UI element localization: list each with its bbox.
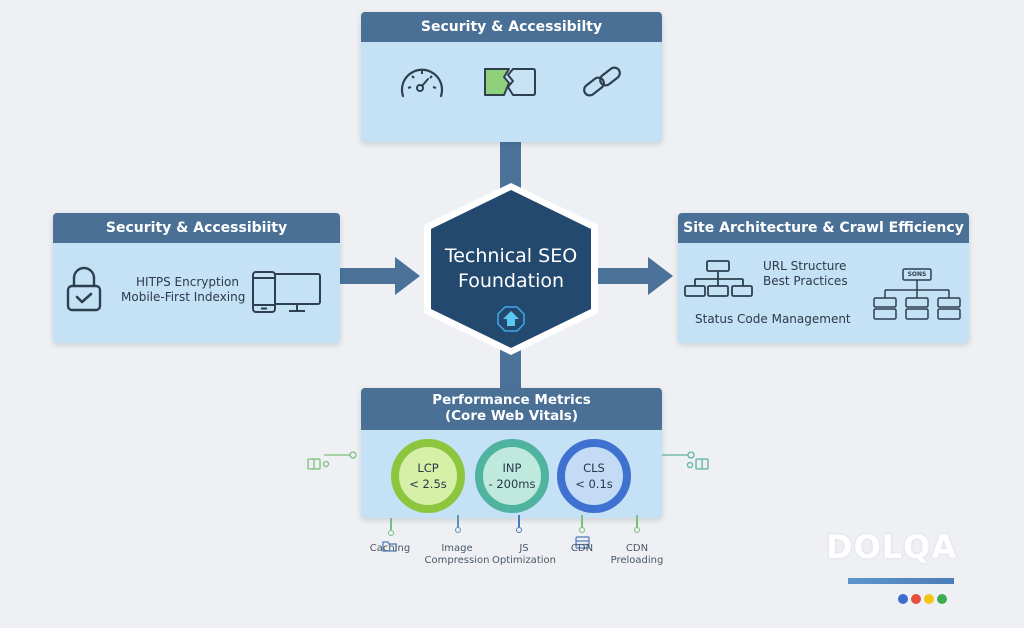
padlock-check-icon <box>66 266 102 312</box>
technique-cdn: CDN <box>570 543 594 554</box>
tree-root-label: SONS <box>907 271 927 278</box>
brand-dot-red <box>911 594 921 604</box>
metric-value: < 0.1s <box>575 477 613 491</box>
brand-bar <box>848 578 954 584</box>
stem-image-compression <box>457 515 459 527</box>
center-title: Technical SEO Foundation <box>418 244 604 294</box>
metric-name: INP <box>502 461 522 475</box>
card-title-line2: (Core Web Vitals) <box>444 408 579 424</box>
folder-icon <box>382 541 397 552</box>
center-title-line1: Technical SEO <box>444 245 578 267</box>
speedometer-icon <box>400 68 444 98</box>
stem-caching <box>390 518 392 530</box>
card-top-security: Security & Accessibilty <box>361 12 662 142</box>
side-node-left-icon <box>307 451 357 470</box>
metric-name: CLS <box>583 461 605 475</box>
metric-value: < 2.5s <box>409 477 447 491</box>
status-code-tree-icon: SONS <box>871 268 963 324</box>
metric-inp: INP - 200ms <box>475 439 549 513</box>
connector-top <box>500 140 521 190</box>
dot-caching <box>388 530 394 536</box>
status-code-management-label: Status Code Management <box>695 312 851 326</box>
technique-js-optimization: JS Optimization <box>492 543 556 566</box>
card-title-line1: Performance Metrics <box>432 392 591 408</box>
metric-lcp: LCP < 2.5s <box>391 439 465 513</box>
brand-logo: DOLQA <box>826 528 958 566</box>
stem-js-optimization <box>518 515 520 527</box>
technique-caching: Caching <box>369 543 411 554</box>
center-title-line2: Foundation <box>457 270 565 292</box>
server-icon <box>575 536 590 549</box>
card-title: Performance Metrics (Core Web Vitals) <box>361 388 662 430</box>
puzzle-pieces-icon <box>484 68 536 96</box>
stem-cdn <box>581 515 583 527</box>
arrow-up-icon <box>497 306 525 332</box>
https-encryption-label: HITPS Encryption <box>136 275 239 289</box>
metric-name: LCP <box>417 461 439 475</box>
card-title: Site Architecture & Crawl Efficiency <box>678 213 969 243</box>
card-title: Security & Accessibiity <box>53 213 340 243</box>
phone-desktop-icon <box>252 271 321 313</box>
card-right-architecture: Site Architecture & Crawl Efficiency URL… <box>678 213 969 343</box>
brand-dots <box>898 594 947 604</box>
dot-cdn-preloading <box>634 527 640 533</box>
card-title: Security & Accessibilty <box>361 12 662 42</box>
card-bottom-performance: Performance Metrics (Core Web Vitals) LC… <box>361 388 662 518</box>
technique-image-compression: Image Compression <box>424 543 490 566</box>
metric-cls: CLS < 0.1s <box>557 439 631 513</box>
card-left-security: Security & Accessibiity HITPS Encryption… <box>53 213 340 343</box>
connector-bottom <box>500 345 521 390</box>
metric-value: - 200ms <box>488 477 536 491</box>
url-structure-label: URL Structure <box>763 259 847 273</box>
technique-cdn-preloading: CDN Preloading <box>610 543 664 566</box>
dot-cdn <box>579 527 585 533</box>
mobile-first-indexing-label: Mobile-First Indexing <box>121 290 246 304</box>
arrow-center-to-right <box>598 257 673 295</box>
chain-link-icon <box>583 66 621 97</box>
dot-image-compression <box>455 527 461 533</box>
arrow-left-to-center <box>340 257 420 295</box>
stem-cdn-preloading <box>636 515 638 527</box>
side-node-right-icon <box>662 451 709 470</box>
brand-dot-blue <box>898 594 908 604</box>
sitemap-tree-icon <box>684 260 753 297</box>
center-hexagon <box>424 183 598 355</box>
dot-js-optimization <box>516 527 522 533</box>
best-practices-label: Best Practices <box>763 274 848 288</box>
brand-dot-green <box>937 594 947 604</box>
brand-dot-yellow <box>924 594 934 604</box>
